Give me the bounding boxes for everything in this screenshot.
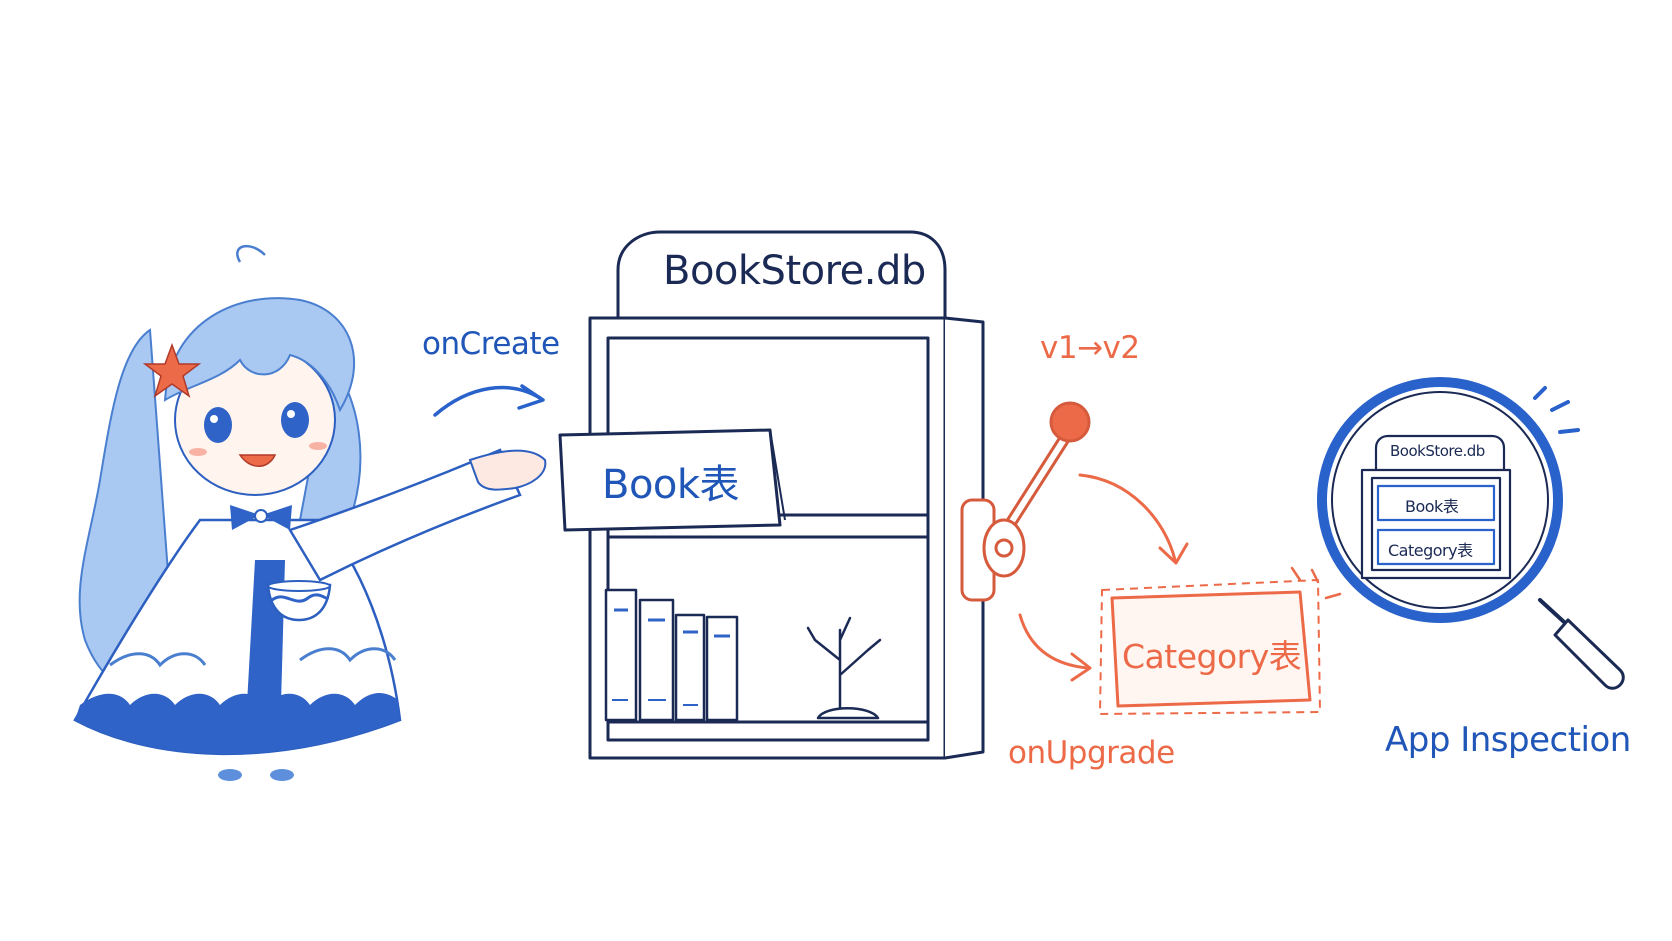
inspector-row-book: Book表 bbox=[1405, 497, 1459, 516]
magnifier-icon bbox=[1317, 377, 1625, 690]
app-inspection-label: App Inspection bbox=[1385, 720, 1631, 760]
inspector-row-category: Category表 bbox=[1388, 541, 1473, 560]
upgrade-arrows bbox=[1018, 473, 1189, 682]
on-upgrade-label: onUpgrade bbox=[1008, 735, 1175, 771]
bookstore-db-shelf bbox=[588, 230, 985, 760]
db-title-label: BookStore.db bbox=[663, 248, 926, 294]
upgrade-lever bbox=[960, 401, 1091, 602]
category-table-card bbox=[1099, 566, 1342, 715]
girl-character-illustration bbox=[73, 244, 547, 781]
book-table-card bbox=[558, 428, 786, 532]
version-change-label: v1→v2 bbox=[1040, 330, 1140, 366]
on-create-label: onCreate bbox=[422, 326, 560, 362]
on-create-arrow bbox=[433, 385, 542, 417]
inspector-db-title: BookStore.db bbox=[1390, 442, 1485, 460]
category-table-label: Category表 bbox=[1122, 637, 1302, 676]
book-table-label: Book表 bbox=[602, 462, 740, 508]
